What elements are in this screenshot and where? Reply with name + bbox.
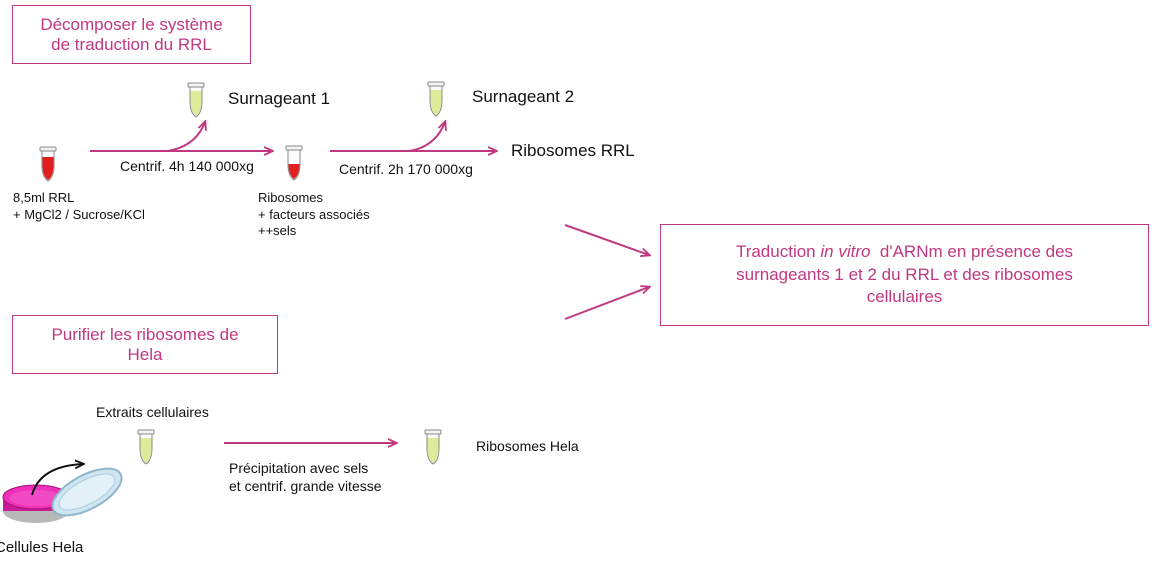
- decompose-title-line1: Décomposer le système: [40, 14, 223, 34]
- label-ribosomes-hela: Ribosomes Hela: [476, 438, 579, 454]
- purify-title-line1: Purifier les ribosomes de: [51, 324, 239, 344]
- label-centrif2: Centrif. 2h 170 000xg: [339, 161, 473, 177]
- decompose-box: Décomposer le système de traduction du R…: [12, 5, 251, 64]
- arrow-to-supernatant2: [409, 122, 445, 152]
- result-line1: Traduction in vitro d'ARNm en présence d…: [736, 241, 1073, 264]
- petri-dish-lid-icon: [51, 467, 123, 517]
- purify-box: Purifier les ribosomes de Hela: [12, 315, 278, 374]
- label-ribosomes-rrl: Ribosomes RRL: [511, 141, 635, 160]
- arrow-to-supernatant1: [167, 122, 205, 152]
- label-precipitation: Précipitation avec sels et centrif. gran…: [229, 460, 382, 496]
- label-start-line1: 8,5ml RRL: [13, 190, 75, 205]
- tube-extraits-yellow: [137, 429, 155, 465]
- label-ribosomes-fraction: Ribosomes + facteurs associés ++sels: [258, 190, 370, 240]
- result-line3: cellulaires: [866, 287, 943, 307]
- label-start-line2: + MgCl2 / Sucrose/KCl: [13, 206, 145, 222]
- tube-ribosomes-red: [285, 145, 303, 181]
- label-surnageant2: Surnageant 2: [472, 87, 575, 106]
- result-box: Traduction in vitro d'ARNm en présence d…: [660, 224, 1149, 326]
- label-centrif1: Centrif. 4h 140 000xg: [120, 158, 254, 174]
- label-ribosomes-line2: + facteurs associés: [258, 206, 370, 222]
- label-extraits: Extraits cellulaires: [96, 404, 209, 420]
- label-surnageant1: Surnageant 1: [228, 89, 331, 108]
- label-precipitation-line1: Précipitation avec sels: [229, 460, 369, 476]
- arrow-converge-bottom: [564, 287, 649, 320]
- arrow-converge-top: [564, 224, 649, 255]
- label-ribosomes-line1: Ribosomes: [258, 190, 324, 205]
- label-precipitation-line2: et centrif. grande vitesse: [229, 477, 382, 494]
- tube-supernatant1-yellow: [187, 82, 205, 118]
- purify-title-line2: Hela: [127, 344, 163, 364]
- result-line1-suffix: d'ARNm en présence des: [870, 241, 1074, 261]
- label-start-conditions: 8,5ml RRL + MgCl2 / Sucrose/KCl: [13, 190, 145, 223]
- result-line1-italic: in vitro: [820, 241, 871, 261]
- tube-supernatant2-yellow: [427, 81, 445, 117]
- decompose-title-line2: de traduction du RRL: [51, 34, 212, 54]
- curved-arrow-black: [31, 464, 83, 496]
- tube-ribosomes-hela-yellow: [424, 429, 442, 465]
- result-line1-prefix: Traduction: [735, 241, 821, 261]
- tube-start-red: [39, 146, 57, 182]
- label-cellules-hela: Cellules Hela: [0, 539, 84, 556]
- label-ribosomes-line3: ++sels: [258, 223, 297, 239]
- result-line2: surnageants 1 et 2 du RRL et des ribosom…: [736, 264, 1073, 284]
